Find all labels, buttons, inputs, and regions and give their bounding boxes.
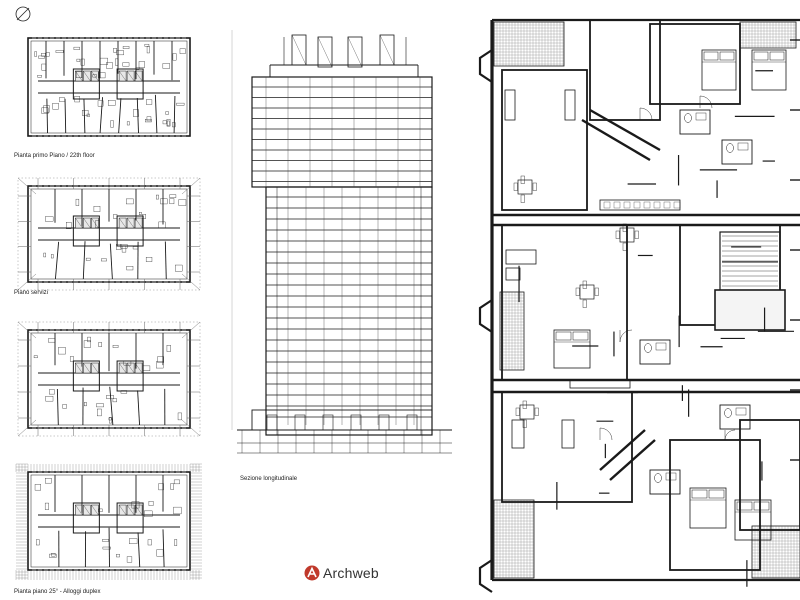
floor-plan-typical	[17, 321, 201, 437]
floor-plan-25	[15, 463, 202, 580]
floor-plan-services	[17, 177, 201, 291]
floor-plan-22	[27, 37, 191, 137]
archweb-logo[interactable]: Archweb	[304, 563, 396, 583]
longitudinal-section	[231, 30, 452, 454]
archweb-logo-icon	[304, 565, 320, 581]
detail-floor-plan	[478, 18, 800, 593]
compass-circle-icon	[15, 6, 31, 22]
caption-plan-services: Piano servizi	[14, 290, 49, 296]
caption-section: Sezione longitudinale	[240, 476, 298, 482]
caption-plan-22: Pianta primo Piano / 22th floor	[14, 153, 95, 159]
logo-text: Archweb	[323, 565, 379, 581]
caption-plan-25: Pianta piano 25° - Alloggi duplex	[14, 589, 101, 595]
